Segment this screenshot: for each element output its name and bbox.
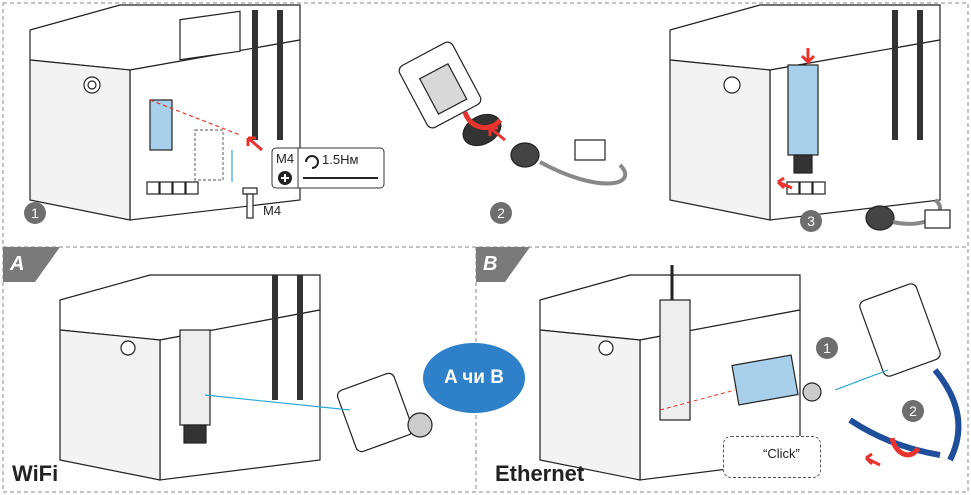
rotate-cw-icon xyxy=(462,111,503,130)
torque-spec-box xyxy=(271,147,385,189)
option-a-tag: A xyxy=(10,253,25,275)
click-callout xyxy=(723,436,821,478)
click-label: “Click” xyxy=(763,446,800,461)
arrow-icon xyxy=(776,176,793,190)
step-2-badge: 2 xyxy=(490,202,512,224)
option-b-tag: B xyxy=(483,253,498,275)
connection-line xyxy=(659,389,736,411)
corner-tag-b-shape xyxy=(476,247,530,282)
arrow-icon xyxy=(800,48,816,65)
choice-bubble: A чи B xyxy=(423,343,525,413)
connection-line xyxy=(204,394,351,411)
step-3-badge: 3 xyxy=(800,210,822,232)
arrow-icon xyxy=(246,136,263,152)
connection-line xyxy=(834,369,889,391)
screw-label: M4 xyxy=(263,203,282,218)
arrow-icon xyxy=(864,452,881,467)
torque-value: 1.5Нм xyxy=(322,152,359,167)
corner-tag-a-shape xyxy=(3,247,60,282)
wifi-device-illustration xyxy=(59,274,433,481)
step-1-badge: 1 xyxy=(24,202,46,224)
step2-module-illustration xyxy=(398,41,628,186)
step3-device-illustration xyxy=(669,4,951,231)
ethernet-step-1-badge: 1 xyxy=(816,337,838,359)
ethernet-label: Ethernet xyxy=(495,461,585,486)
rotate-cw-icon xyxy=(889,437,921,458)
screw-size-label: M4 xyxy=(276,151,295,166)
ethernet-step-2-badge: 2 xyxy=(902,400,924,422)
wifi-label: WiFi xyxy=(12,461,59,486)
step1-device-illustration xyxy=(29,4,301,221)
